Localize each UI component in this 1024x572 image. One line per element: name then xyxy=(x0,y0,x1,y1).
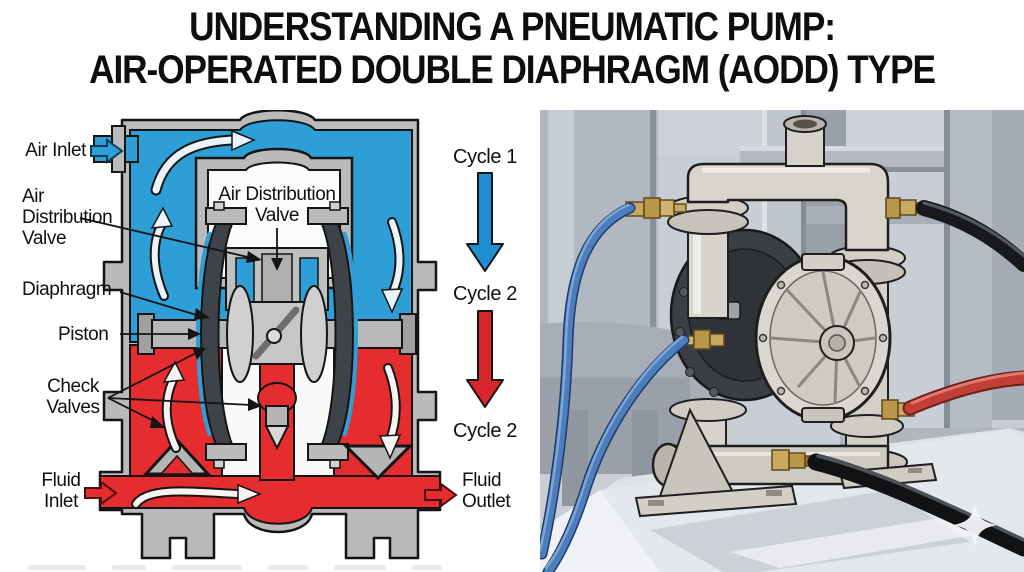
air-inlet-arrow-icon xyxy=(90,138,124,164)
pump-cutaway-drawing xyxy=(79,110,442,560)
label-check-valves: Check Valves xyxy=(46,376,100,418)
top-manifold-pipe xyxy=(686,115,890,252)
red-fluid-hose xyxy=(902,370,1024,416)
label-fluid-outlet: Fluid Outlet xyxy=(462,470,511,512)
blue-air-hose-lower xyxy=(542,334,690,572)
title-line-1: UNDERSTANDING A PNEUMATIC PUMP: xyxy=(189,5,836,49)
left-pipe-column xyxy=(667,195,749,459)
check-valve-center-poppet xyxy=(264,405,290,451)
left-diaphragm xyxy=(196,201,254,469)
cycle-2-label-first: Cycle 2 xyxy=(453,283,517,305)
cycle-2-down-arrow-icon xyxy=(466,310,504,408)
cycle-1-label: Cycle 1 xyxy=(453,146,517,168)
fluid-outlet-arrow-icon xyxy=(424,482,458,508)
cutaway-diagram-panel: Air Inlet Air Distribution Valve Air Dis… xyxy=(0,110,540,572)
hoses xyxy=(536,200,1024,572)
cropped-caption-remnant xyxy=(28,565,508,571)
fluid-inlet-arrow-icon xyxy=(84,480,118,506)
title-line-2: AIR-OPERATED DOUBLE DIAPHRAGM (AODD) TYP… xyxy=(89,48,936,92)
label-piston: Piston xyxy=(58,324,109,345)
check-valve-right xyxy=(342,444,414,481)
flow-arrows xyxy=(131,129,405,509)
label-air-inlet: Air Inlet xyxy=(25,140,86,161)
page-title: UNDERSTANDING A PNEUMATIC PUMP: AIR-OPER… xyxy=(0,6,1024,92)
cycle-indicator: Cycle 1 Cycle 2 Cycle 2 xyxy=(430,110,540,572)
label-air-distribution-valve-side: Air Distribution Valve xyxy=(22,186,113,249)
check-valve-left xyxy=(142,437,212,476)
pump-shadow xyxy=(650,490,970,572)
black-hose-bottom xyxy=(807,453,1024,557)
sparkle-icon xyxy=(953,503,997,547)
black-hose-top xyxy=(916,200,1024,272)
blue-air-hose-upper xyxy=(536,202,636,560)
leader-lines xyxy=(79,217,283,428)
label-fluid-inlet: Fluid Inlet xyxy=(41,470,81,512)
pump-illustration-drawing xyxy=(416,110,1024,572)
right-diaphragm xyxy=(300,201,358,469)
label-diaphragm: Diaphragm xyxy=(22,279,112,300)
pump-illustration-panel xyxy=(416,110,1024,572)
front-diaphragm-housing xyxy=(754,253,892,423)
label-air-distribution-valve-center: Air Distribution Valve xyxy=(218,184,336,226)
cycle-2-label-second: Cycle 2 xyxy=(453,420,517,442)
cycle-1-down-arrow-icon xyxy=(466,172,504,272)
